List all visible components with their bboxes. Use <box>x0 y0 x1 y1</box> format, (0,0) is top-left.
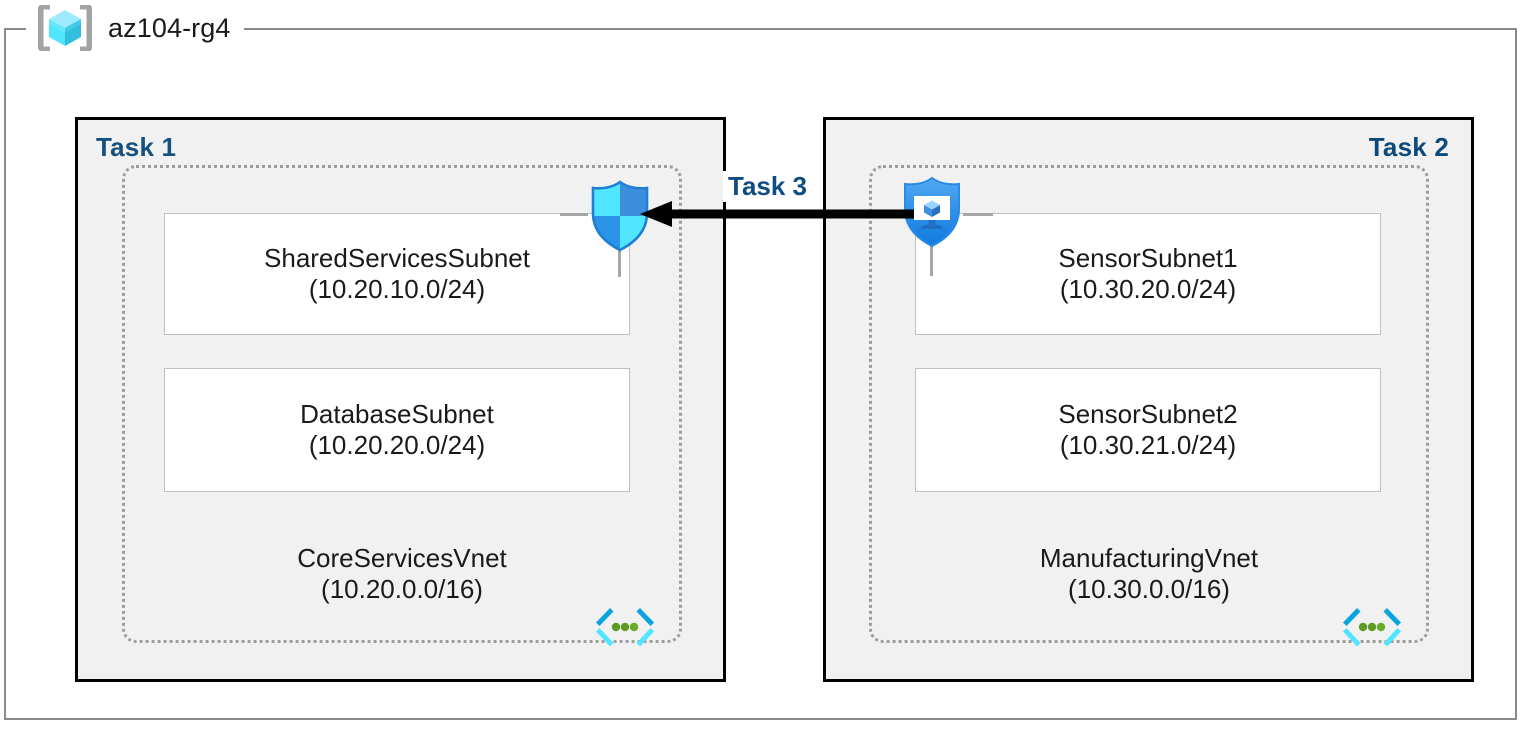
subnet-name: SensorSubnet2 <box>1058 399 1238 430</box>
subnet-name: SensorSubnet1 <box>1058 243 1238 274</box>
subnet-cidr: (10.30.20.0/24) <box>1059 274 1237 304</box>
subnet-name: DatabaseSubnet <box>300 399 494 430</box>
vnet-cidr: (10.30.0.0/16) <box>1068 574 1230 605</box>
connector-line <box>930 240 933 276</box>
connector-line <box>618 243 621 277</box>
connector-line <box>963 213 993 216</box>
vnet-cidr: (10.20.0.0/16) <box>321 574 483 605</box>
subnet-database: DatabaseSubnet (10.20.20.0/24) <box>164 368 630 492</box>
connector-line <box>560 213 588 216</box>
vnet-name: CoreServicesVnet <box>297 543 507 573</box>
subnet-name: SharedServicesSubnet <box>264 243 530 274</box>
vnet-caption-coreservices: CoreServicesVnet (10.20.0.0/16) <box>122 543 682 605</box>
subnet-sharedservices: SharedServicesSubnet (10.20.10.0/24) <box>164 213 630 335</box>
peering-arrow-icon <box>640 201 914 227</box>
virtual-network-icon <box>1343 608 1401 647</box>
resource-group-name: az104-rg4 <box>108 12 231 43</box>
task-2-label: Task 2 <box>1368 132 1449 162</box>
task-1-label: Task 1 <box>96 132 177 162</box>
subnet-sensor2: SensorSubnet2 (10.30.21.0/24) <box>915 368 1381 492</box>
vnet-caption-manufacturing: ManufacturingVnet (10.30.0.0/16) <box>869 543 1429 605</box>
subnet-cidr: (10.30.21.0/24) <box>1059 430 1237 460</box>
vnet-name: ManufacturingVnet <box>1039 543 1259 573</box>
azure-bastion-shield-icon <box>904 176 960 248</box>
vnet-boundary-manufacturing <box>869 165 1429 643</box>
subnet-cidr: (10.20.10.0/24) <box>308 274 486 304</box>
vnet-boundary-coreservices <box>122 165 682 643</box>
virtual-network-icon <box>596 608 654 647</box>
task-3-label: Task 3 <box>723 171 813 202</box>
subnet-sensor1: SensorSubnet1 (10.30.20.0/24) <box>915 213 1381 335</box>
resource-group-cube-icon <box>38 5 92 51</box>
resource-group-header: az104-rg4 <box>26 0 245 56</box>
subnet-cidr: (10.20.20.0/24) <box>308 430 486 460</box>
azure-firewall-shield-icon <box>591 180 649 252</box>
